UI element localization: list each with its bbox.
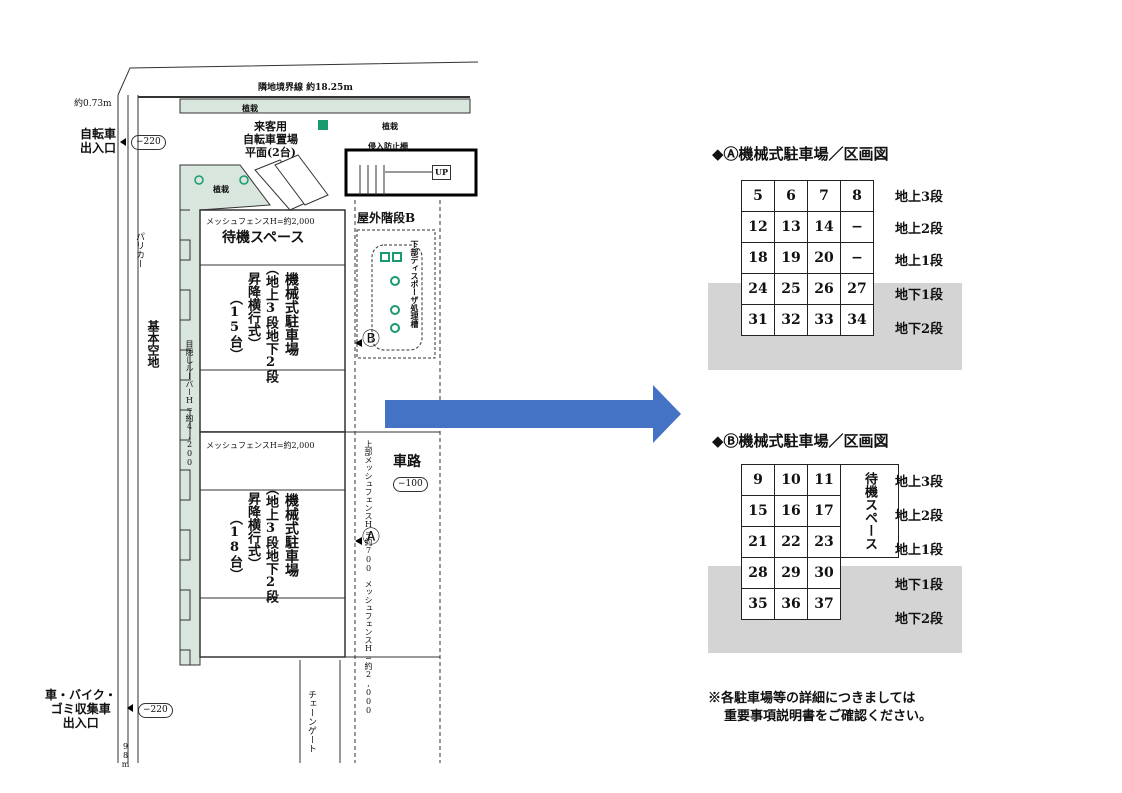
section-b-level-label: 地下1段	[895, 578, 944, 593]
parking-space-b-cell: 15	[741, 495, 775, 527]
parking-space-a-cell: −	[840, 242, 874, 274]
parking-space-b-cell: 10	[774, 464, 808, 496]
blue-arrow	[385, 385, 681, 443]
mech-parking-b-label: 機械式駐車場	[283, 272, 299, 356]
section-a-level-label: 地上1段	[895, 254, 944, 269]
parking-space-b-cell: 29	[774, 557, 808, 589]
mesh-fence-top-label: メッシュフェンスH=約2,000	[206, 217, 315, 226]
parking-space-a-cell: 5	[741, 180, 775, 212]
planting-label-1: 植栽	[242, 103, 258, 113]
disposer-area	[356, 229, 436, 359]
outdoor-stair-label: 屋外階段B	[357, 211, 416, 225]
parking-space-b-cell: 30	[807, 557, 841, 589]
level-marker-100: −100	[393, 477, 428, 492]
site-plan-drawing	[117, 61, 479, 763]
parking-space-b-cell: 37	[807, 588, 841, 620]
parking-space-b-cell: 11	[807, 464, 841, 496]
road-label: 車路	[393, 454, 421, 470]
parking-space-a-cell: 26	[807, 273, 841, 305]
dimension-98: 98m	[121, 742, 130, 769]
parking-space-a-cell: 31	[741, 304, 775, 336]
mech-parking-a-label: 機械式駐車場	[283, 493, 299, 577]
parking-space-b-cell: 21	[741, 526, 775, 558]
level-marker-220a: −220	[131, 135, 166, 150]
parking-space-a-cell: 24	[741, 273, 775, 305]
site-boundary-line	[117, 61, 479, 96]
planting-label-3: 植栽	[213, 184, 229, 194]
notice-line-2: 重要事項説明書をご確認ください。	[724, 709, 933, 724]
mech-parking-a-sub: （地上3段地下2段	[263, 482, 278, 603]
up-label: UP	[432, 165, 451, 180]
parking-space-a-cell: 34	[840, 304, 874, 336]
mech-parking-a-count: （18台）	[227, 512, 242, 581]
marker-a: Ⓐ	[362, 527, 380, 548]
parking-a-outline	[199, 431, 346, 658]
waiting-space-cell: 待機スペース	[840, 464, 899, 558]
parking-space-b-cell: 17	[807, 495, 841, 527]
top-planting-strip	[179, 98, 471, 114]
parking-space-a-cell: 27	[840, 273, 874, 305]
section-a-level-label: 地下1段	[895, 288, 944, 303]
mech-parking-b-count: （15台）	[227, 292, 242, 361]
chain-gate-label: チェーンゲート	[306, 690, 316, 753]
mech-parking-b-sub: （地上3段地下2段	[263, 262, 278, 383]
marker-b: Ⓑ	[362, 329, 380, 350]
mech-parking-b-sub2: 昇降横行式）	[245, 272, 260, 350]
parking-space-a-cell: 6	[774, 180, 808, 212]
parking-space-b-cell: 23	[807, 526, 841, 558]
mesh-fence-mid-label: メッシュフェンスH=約2,000	[206, 441, 315, 450]
section-a-level-label: 地上2段	[895, 222, 944, 237]
intrusion-fence-label: 侵入防止柵	[368, 141, 408, 151]
disposer-label: 下部ディスポーザ処理槽	[410, 240, 420, 328]
parking-space-a-cell: 13	[774, 211, 808, 243]
parking-space-b-cell: 22	[774, 526, 808, 558]
section-a-title: ◆Ⓐ機械式駐車場／区画図	[712, 145, 889, 163]
parking-space-a-cell: 8	[840, 180, 874, 212]
section-b-level-label: 地上3段	[895, 475, 944, 490]
section-b-level-label: 地上2段	[895, 509, 944, 524]
planting-label-2: 植栽	[382, 121, 398, 131]
parking-b-outline	[199, 209, 346, 433]
parking-space-b-cell: 35	[741, 588, 775, 620]
section-b-title: ◆Ⓑ機械式駐車場／区画図	[712, 432, 889, 450]
level-marker-220b: −220	[138, 703, 173, 718]
parking-space-a-cell: 20	[807, 242, 841, 274]
notice-line-1: ※各駐車場等の詳細につきましては	[708, 691, 916, 706]
parking-space-a-cell: 32	[774, 304, 808, 336]
parking-space-b-cell: 9	[741, 464, 775, 496]
section-b-level-label: 地下2段	[895, 612, 944, 627]
bike-entrance-label: 自転車 出入口	[80, 127, 117, 155]
parking-space-b-cell: 16	[774, 495, 808, 527]
parking-space-a-cell: 18	[741, 242, 775, 274]
boundary-label: 隣地境界線 約18.25m	[258, 83, 353, 93]
louver-label: 目隠しルーバーH=約4,200	[185, 340, 194, 467]
dimension-073: 約0.73m	[74, 99, 112, 109]
parking-space-a-cell: 33	[807, 304, 841, 336]
parking-space-a-cell: 19	[774, 242, 808, 274]
mech-parking-a-sub2: 昇降横行式）	[245, 492, 260, 570]
upper-mesh-label: 上部メッシュフェンスH=約700	[364, 440, 373, 573]
section-a-level-label: 地上3段	[895, 190, 944, 205]
parika-label: パリカー	[134, 232, 144, 268]
parking-space-b-cell: 36	[774, 588, 808, 620]
parking-space-a-cell: 14	[807, 211, 841, 243]
car-entrance-label: 車・バイク・ ゴミ収集車 出入口	[45, 688, 117, 730]
guest-bike-parking-label: 来客用 自転車置場 平面(2台)	[243, 120, 298, 159]
section-a-level-label: 地下2段	[895, 322, 944, 337]
section-b-level-label: 地上1段	[895, 543, 944, 558]
open-space-label: 基本空地	[146, 320, 160, 368]
mesh-fence-low-label: メッシュフェンスH=約2,000	[364, 580, 373, 715]
waiting-space-label: 待機スペース	[222, 230, 305, 246]
arrow-shape	[385, 385, 681, 443]
parking-space-a-cell: 25	[774, 273, 808, 305]
parking-space-a-cell: 12	[741, 211, 775, 243]
parking-space-b-cell: 28	[741, 557, 775, 589]
parking-space-a-cell: 7	[807, 180, 841, 212]
parking-space-a-cell: −	[840, 211, 874, 243]
